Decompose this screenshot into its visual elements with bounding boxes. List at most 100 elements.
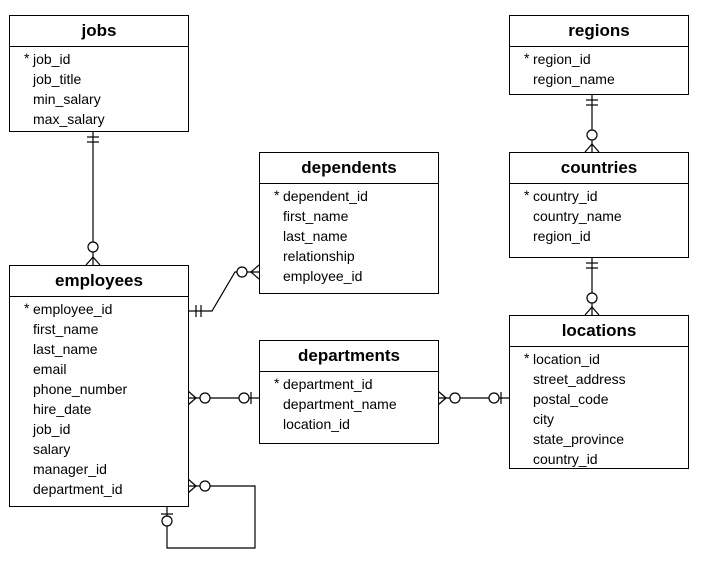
column-label: job_id xyxy=(33,51,71,67)
primary-key-marker: * xyxy=(24,50,30,66)
column-label: city xyxy=(533,411,554,427)
column-label: first_name xyxy=(33,321,99,337)
column-label: department_id xyxy=(33,481,123,497)
column-min-salary: min_salary xyxy=(10,89,188,109)
column-phone-number: phone_number xyxy=(10,379,188,399)
column-manager-id: manager_id xyxy=(10,459,188,479)
relationship-departments-employees xyxy=(187,390,259,406)
column-label: region_id xyxy=(533,51,591,67)
column-hire-date: hire_date xyxy=(10,399,188,419)
column-location-id: location_id xyxy=(260,414,438,434)
column-label: department_id xyxy=(283,376,373,392)
column-region-id: region_id xyxy=(510,226,688,246)
column-country-id: country_id xyxy=(510,449,688,469)
column-label: min_salary xyxy=(33,91,101,107)
column-list-regions: *region_id region_name xyxy=(510,47,688,89)
column-label: state_province xyxy=(533,431,625,447)
relationship-employees-dependents xyxy=(188,264,260,317)
table-countries: countries *country_id country_name region_… xyxy=(509,152,689,258)
table-regions: regions *region_id region_name xyxy=(509,15,689,95)
column-label: phone_number xyxy=(33,381,128,397)
column-street-address: street_address xyxy=(510,369,688,389)
column-job-id: job_id xyxy=(10,419,188,439)
column-dependent-id: *dependent_id xyxy=(260,186,438,206)
column-label: postal_code xyxy=(533,391,609,407)
table-title-employees: employees xyxy=(10,266,188,297)
column-label: first_name xyxy=(283,208,349,224)
table-title-dependents: dependents xyxy=(260,153,438,184)
column-label: employee_id xyxy=(283,268,363,284)
primary-key-marker: * xyxy=(274,187,280,203)
relationship-jobs-employees xyxy=(85,131,101,266)
column-label: location_id xyxy=(283,416,350,432)
column-label: street_address xyxy=(533,371,626,387)
column-employee-id: *employee_id xyxy=(10,299,188,319)
table-departments: departments *department_id department_nam… xyxy=(259,340,439,444)
primary-key-marker: * xyxy=(524,187,530,203)
column-list-jobs: *job_id job_title min_salary max_salary xyxy=(10,47,188,129)
column-job-id: *job_id xyxy=(10,49,188,69)
table-dependents: dependents *dependent_id first_name last_n… xyxy=(259,152,439,294)
column-postal-code: postal_code xyxy=(510,389,688,409)
column-country-id: *country_id xyxy=(510,186,688,206)
relationship-locations-departments xyxy=(437,390,509,406)
column-last-name: last_name xyxy=(260,226,438,246)
column-department-id: department_id xyxy=(10,479,188,499)
column-city: city xyxy=(510,409,688,429)
column-label: region_id xyxy=(533,228,591,244)
table-title-countries: countries xyxy=(510,153,688,184)
column-state-province: state_province xyxy=(510,429,688,449)
column-list-countries: *country_id country_name region_id xyxy=(510,184,688,246)
relationship-regions-countries xyxy=(584,94,600,153)
column-location-id: *location_id xyxy=(510,349,688,369)
table-title-regions: regions xyxy=(510,16,688,47)
column-relationship: relationship xyxy=(260,246,438,266)
relationship-employees-manager xyxy=(161,478,256,549)
relationship-countries-locations xyxy=(584,257,600,316)
table-title-departments: departments xyxy=(260,341,438,372)
table-employees: employees *employee_id first_name last_nam… xyxy=(9,265,189,507)
column-label: salary xyxy=(33,441,71,457)
column-list-dependents: *dependent_id first_name last_name relation… xyxy=(260,184,438,286)
column-department-name: department_name xyxy=(260,394,438,414)
column-region-name: region_name xyxy=(510,69,688,89)
column-salary: salary xyxy=(10,439,188,459)
column-employee-id: employee_id xyxy=(260,266,438,286)
column-email: email xyxy=(10,359,188,379)
column-list-departments: *department_id department_name location_id xyxy=(260,372,438,434)
column-last-name: last_name xyxy=(10,339,188,359)
column-department-id: *department_id xyxy=(260,374,438,394)
column-label: country_id xyxy=(533,188,598,204)
column-job-title: job_title xyxy=(10,69,188,89)
primary-key-marker: * xyxy=(524,50,530,66)
column-label: country_name xyxy=(533,208,622,224)
column-label: region_name xyxy=(533,71,615,87)
column-region-id: *region_id xyxy=(510,49,688,69)
column-label: job_title xyxy=(33,71,82,87)
column-label: max_salary xyxy=(33,111,105,127)
primary-key-marker: * xyxy=(274,375,280,391)
column-first-name: first_name xyxy=(10,319,188,339)
table-title-locations: locations xyxy=(510,316,688,347)
column-label: dependent_id xyxy=(283,188,368,204)
column-label: relationship xyxy=(283,248,355,264)
column-label: manager_id xyxy=(33,461,107,477)
column-label: hire_date xyxy=(33,401,92,417)
column-country-name: country_name xyxy=(510,206,688,226)
table-title-jobs: jobs xyxy=(10,16,188,47)
column-first-name: first_name xyxy=(260,206,438,226)
column-label: last_name xyxy=(33,341,98,357)
column-label: country_id xyxy=(533,451,598,467)
primary-key-marker: * xyxy=(24,300,30,316)
primary-key-marker: * xyxy=(524,350,530,366)
column-label: location_id xyxy=(533,351,600,367)
column-label: last_name xyxy=(283,228,348,244)
column-label: email xyxy=(33,361,67,377)
column-label: department_name xyxy=(283,396,397,412)
column-max-salary: max_salary xyxy=(10,109,188,129)
